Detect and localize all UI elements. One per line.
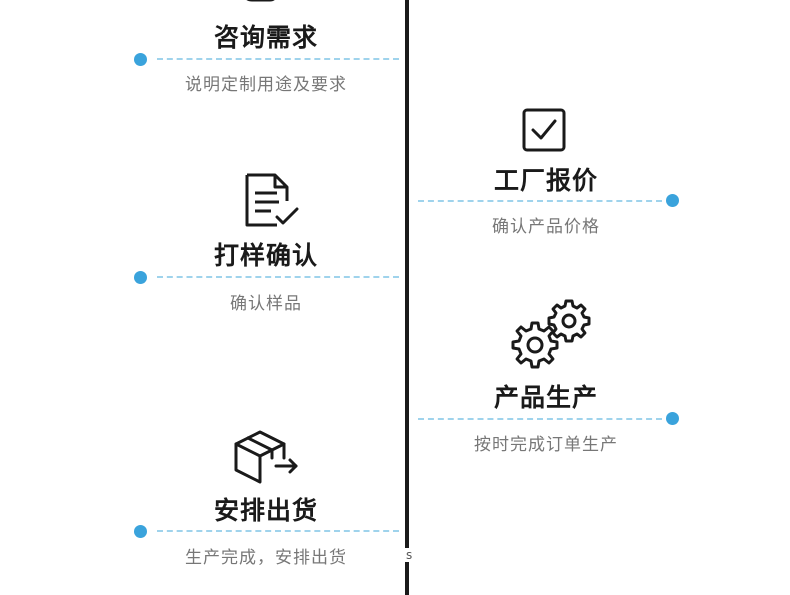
chat-bubble-icon <box>240 0 280 10</box>
step-desc: 确认产品价格 <box>492 217 600 237</box>
timeline-dot <box>666 194 679 207</box>
document-check-icon <box>243 171 299 229</box>
dashed-divider <box>157 276 399 278</box>
dashed-divider <box>157 530 399 532</box>
step-desc: 按时完成订单生产 <box>474 435 618 455</box>
checkbox-icon <box>521 107 567 153</box>
gears-icon <box>510 297 592 369</box>
dashed-divider <box>418 200 662 202</box>
dashed-divider <box>157 58 399 60</box>
step-title: 工厂报价 <box>493 166 599 195</box>
step-title: 咨询需求 <box>213 23 319 52</box>
step-title: 打样确认 <box>213 241 319 270</box>
timeline-dot <box>134 525 147 538</box>
box-arrow-icon <box>232 428 302 486</box>
tail-glyph: s <box>405 548 414 562</box>
timeline-dot <box>134 271 147 284</box>
timeline-dot <box>134 53 147 66</box>
step-desc: 说明定制用途及要求 <box>185 75 347 95</box>
step-title: 产品生产 <box>493 383 599 412</box>
timeline-axis <box>405 0 409 595</box>
dashed-divider <box>418 418 662 420</box>
step-desc: 确认样品 <box>230 294 302 314</box>
timeline-dot <box>666 412 679 425</box>
step-title: 安排出货 <box>213 496 319 525</box>
step-desc: 生产完成，安排出货 <box>185 548 347 568</box>
